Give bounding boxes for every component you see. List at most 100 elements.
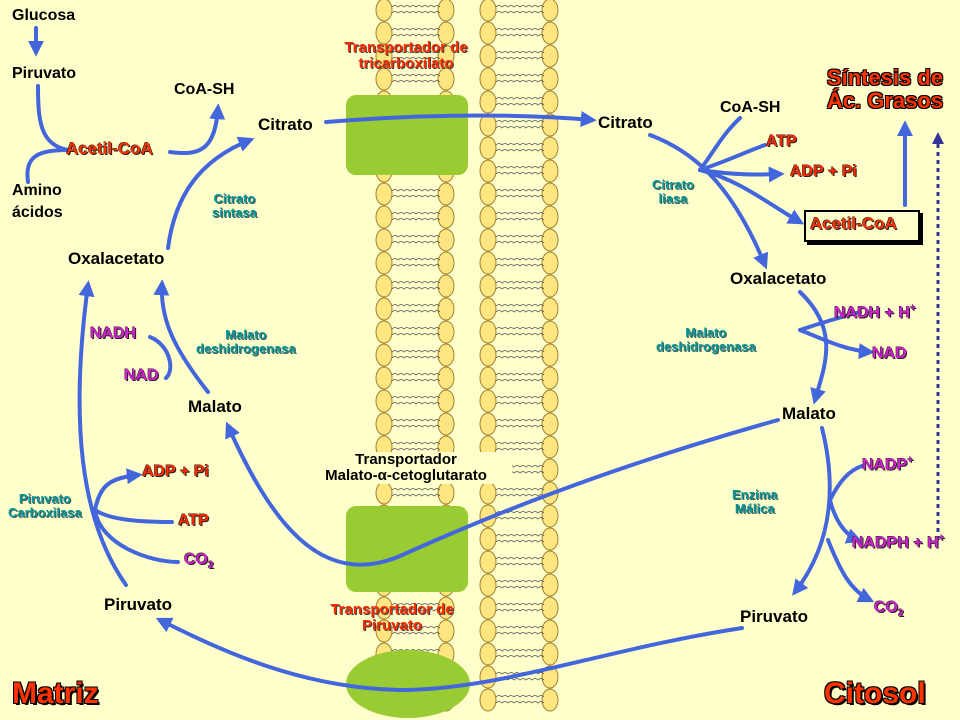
arrow-aminoacids-acetylcoa: [25, 148, 70, 184]
lipid-head: [375, 596, 393, 620]
matrix-coa-label: CoA-SH: [174, 81, 235, 98]
lipid-tail: [391, 212, 441, 215]
matrix-co2-label: CO2: [184, 551, 214, 572]
arrow-atp-adp: [698, 143, 767, 172]
lipid-tail: [495, 80, 545, 83]
lipid-head: [541, 90, 559, 114]
lipid-head: [541, 251, 559, 275]
cytosol-nadph-label: NADPH + H+: [852, 533, 945, 552]
lipid-tail: [495, 143, 545, 146]
lipid-tail: [495, 11, 545, 14]
cytosol-malate-label: Malato: [782, 404, 836, 423]
matrix-compartment-label: Matriz: [12, 677, 99, 710]
malate-ketoglutarate-transporter: [346, 506, 468, 592]
lipid-tail: [391, 11, 441, 14]
lipid-head: [541, 642, 559, 666]
lipid-head: [437, 619, 455, 643]
matrix-adp-label: ADP + Pi: [142, 463, 209, 480]
lipid-head: [541, 297, 559, 321]
lipid-tail: [495, 241, 545, 244]
lipid-tail: [495, 327, 545, 330]
arrow-carboxylase-adp: [93, 468, 143, 512]
lipid-tail: [495, 626, 545, 629]
lipid-head: [437, 366, 455, 390]
cytosol-citrate-label: Citrato: [598, 113, 653, 132]
lipid-head: [375, 21, 393, 45]
lipid-tail: [391, 442, 441, 445]
lipid-tail: [495, 34, 545, 37]
lipid-tail: [495, 126, 545, 129]
lipid-head: [541, 596, 559, 620]
lipid-head: [437, 228, 455, 252]
arrow-malate-pyruvate: [792, 426, 832, 596]
lipid-tail: [495, 557, 545, 560]
lipid-head: [479, 0, 497, 22]
lipid-tail: [495, 695, 545, 698]
lipid-tail: [391, 626, 441, 629]
lipid-head: [479, 90, 497, 114]
lipid-tail: [391, 379, 441, 382]
lipid-head: [541, 159, 559, 183]
lipid-tail: [495, 402, 545, 405]
lipid-tail: [391, 57, 441, 60]
lipid-tail: [391, 264, 441, 267]
lipid-head: [437, 251, 455, 275]
lipid-head: [541, 21, 559, 45]
lipid-head: [479, 297, 497, 321]
lipid-tail: [495, 287, 545, 290]
lipid-head: [479, 412, 497, 436]
lipid-head: [541, 389, 559, 413]
lipid-head: [479, 320, 497, 344]
lipid-tail: [495, 419, 545, 422]
lipid-head: [541, 504, 559, 528]
arrow-nadph-out: [828, 498, 863, 544]
pyruvate-top-label: Piruvato: [12, 65, 77, 82]
lipid-tail: [391, 632, 441, 635]
lipid-tail: [495, 304, 545, 307]
arrow-oxalacetate-malate: [798, 290, 829, 405]
lipid-head: [541, 665, 559, 689]
lipid-tail: [391, 448, 441, 451]
lipid-head: [479, 136, 497, 160]
matrix-nadh-label: NADH: [90, 325, 137, 342]
cytosol-coa-label: CoA-SH: [720, 99, 781, 116]
membrane-bilayer: [375, 0, 559, 720]
arrow-nadh-to-nad: [798, 310, 862, 332]
arrow-nadh-nad: [148, 335, 173, 380]
lipid-tail: [391, 241, 441, 244]
lipid-tail: [495, 609, 545, 612]
lipid-tail: [391, 333, 441, 336]
lipid-tail: [495, 649, 545, 652]
lipid-head: [375, 274, 393, 298]
lipid-head: [437, 21, 455, 45]
lipid-tail: [495, 333, 545, 336]
arrow-acetylcoa-coa: [168, 103, 226, 155]
lipid-tail: [391, 218, 441, 221]
lipid-head: [541, 366, 559, 390]
lipid-tail: [495, 189, 545, 192]
arrow-carboxylase-atp: [93, 508, 174, 524]
lipid-tail: [391, 419, 441, 422]
lipid-head: [541, 458, 559, 482]
lipid-head: [479, 67, 497, 91]
lipid-head: [541, 228, 559, 252]
arrow-co2-out: [826, 538, 875, 603]
lipid-tail: [391, 281, 441, 284]
cytosol-atp-label: ATP: [766, 133, 797, 150]
lipid-tail: [391, 28, 441, 31]
arrow-to-acetylcoa: [698, 168, 805, 225]
lipid-head: [437, 44, 455, 68]
glucose-label: Glucosa: [12, 7, 76, 24]
lipid-tail: [495, 212, 545, 215]
lipid-head: [437, 389, 455, 413]
lipid-tail: [495, 655, 545, 658]
lipid-tail: [495, 310, 545, 313]
lipid-head: [437, 343, 455, 367]
arrow-malate-oxalacetate: [153, 279, 210, 394]
arrow-oxalacetate-citrate: [166, 136, 255, 250]
lipid-tail: [495, 448, 545, 451]
